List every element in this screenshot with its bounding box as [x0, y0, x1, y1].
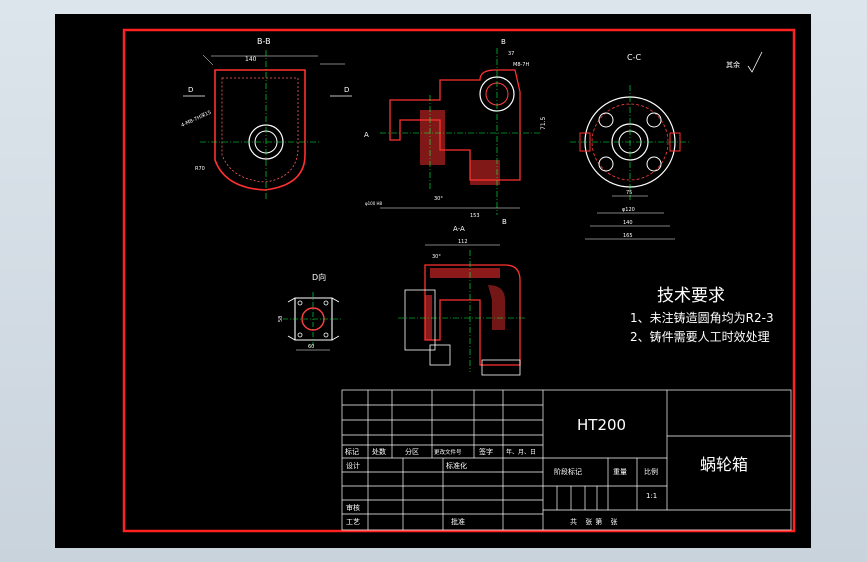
drawing-border — [122, 28, 796, 533]
view-label-b-bottom: B — [502, 218, 507, 226]
label-approve: 批准 — [451, 517, 465, 526]
main-front-view: B B A 153 30° 71.5 M8-7H 37 φ100 H8 — [364, 38, 547, 226]
dim-aa-30deg: 30° — [432, 254, 441, 260]
label-review: 审核 — [346, 503, 360, 512]
dim-bb-r70: R70 — [195, 166, 205, 172]
part-name-text: 蜗轮箱 — [700, 455, 748, 474]
section-bb-label: B-B — [257, 37, 271, 46]
tech-title: 技术要求 — [657, 286, 725, 306]
label-standardization: 标准化 — [446, 461, 467, 470]
view-d-arrow-left: D — [188, 86, 193, 94]
view-label-a: A — [364, 131, 369, 139]
dim-front-37: 37 — [508, 51, 514, 57]
dim-d-58: 58 — [278, 316, 284, 322]
dim-cc-140: 140 — [623, 220, 633, 226]
label-change-doc: 更改文件号 — [434, 448, 462, 456]
section-cc-view: C-C φ120 140 165 75 其余 — [570, 51, 763, 240]
label-zone: 分区 — [405, 447, 419, 456]
dim-front-m8: M8-7H — [513, 62, 529, 68]
section-cc-label: C-C — [627, 53, 641, 62]
label-sheets: 共 张第 张 — [570, 517, 620, 526]
roughness-symbol-icon — [747, 51, 763, 73]
dim-aa-112: 112 — [458, 239, 468, 245]
label-scale: 比例 — [644, 467, 658, 476]
label-count: 处数 — [372, 447, 386, 456]
svg-text:φ100 H8: φ100 H8 — [365, 201, 383, 206]
label-design: 设计 — [346, 461, 360, 470]
dim-cc-75: 75 — [626, 190, 632, 196]
label-stage-mark: 阶段标记 — [554, 467, 582, 476]
tech-line-2: 2、铸件需要人工时效处理 — [630, 329, 770, 344]
view-d-arrow-right: D — [344, 86, 349, 94]
material-text: HT200 — [577, 416, 626, 434]
roughness-note: 其余 — [726, 60, 740, 69]
dim-bb-4m8: 4-M8-7H深15 — [180, 109, 212, 129]
title-block — [341, 389, 792, 531]
dim-cc-165: 165 — [623, 233, 633, 239]
dim-front-71-5: 71.5 — [540, 116, 547, 130]
scale-value: 1:1 — [646, 492, 657, 500]
dim-d-60: 60 — [308, 344, 314, 350]
view-d-label: D向 — [312, 272, 326, 282]
section-aa-label: A-A — [453, 225, 465, 233]
drawing-sheet — [55, 14, 811, 548]
label-sign: 签字 — [479, 447, 493, 456]
label-weight: 重量 — [613, 468, 627, 476]
dim-front-153: 153 — [470, 213, 480, 219]
label-date: 年、月、日 — [506, 448, 536, 456]
dim-bb-140: 140 — [245, 56, 257, 63]
view-label-b-top: B — [501, 38, 506, 46]
title-block-text: HT200 蜗轮箱 标记 处数 分区 更改文件号 签字 年、月、日 设计 标准化… — [345, 416, 748, 526]
label-mark: 标记 — [345, 447, 359, 456]
technical-requirements: 技术要求 1、未注铸造圆角均为R2-3 2、铸件需要人工时效处理 — [630, 286, 774, 344]
tech-line-1: 1、未注铸造圆角均为R2-3 — [630, 310, 774, 325]
section-aa-view: A-A 112 30° — [398, 225, 525, 376]
view-d: D向 60 58 — [278, 272, 343, 351]
section-bb-view: B-B 140 D D R70 4-M8-7H深15 — [180, 37, 352, 200]
dim-cc-120: φ120 — [622, 207, 635, 213]
dim-front-30deg: 30° — [434, 196, 443, 202]
label-process: 工艺 — [346, 518, 360, 526]
